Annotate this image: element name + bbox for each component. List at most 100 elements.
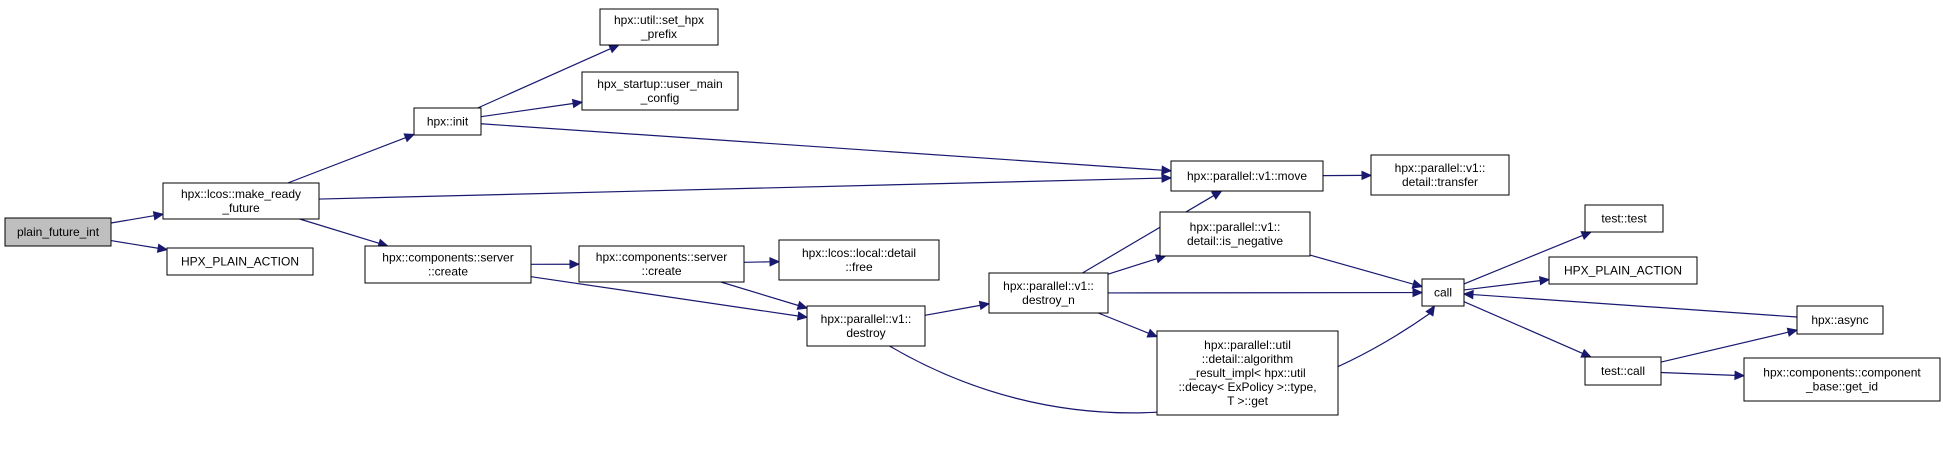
node-label: _prefix (640, 27, 677, 41)
edge-line (1660, 371, 1736, 376)
node-test-test[interactable]: test::test (1584, 204, 1664, 233)
node-label: test::call (1601, 364, 1645, 378)
node-get-id[interactable]: hpx::components::component_base::get_id (1743, 357, 1941, 402)
edge-line (477, 48, 611, 109)
arrowhead (1161, 165, 1173, 175)
edge-line (299, 218, 380, 244)
node-server-create-1[interactable]: hpx::components::server::create (364, 245, 532, 284)
arrowhead (1734, 370, 1746, 381)
node-box (1159, 211, 1311, 257)
node-label: destroy (846, 326, 885, 340)
node-label: detail::transfer (1402, 175, 1478, 189)
node-box (599, 8, 719, 46)
node-box (413, 107, 482, 136)
node-user-main-config[interactable]: hpx_startup::user_main_config (581, 71, 739, 111)
arrowhead (1161, 173, 1173, 183)
edge-line (1660, 331, 1789, 363)
edge-server_create_2-to-local_free (743, 257, 781, 267)
node-hpx-init[interactable]: hpx::init (413, 107, 482, 136)
arrowhead (796, 311, 809, 321)
node-label: _result_impl< hpx::util (1188, 366, 1305, 380)
arrowhead (403, 133, 416, 143)
edge-line (287, 137, 406, 184)
node-label: hpx::parallel::util (1204, 338, 1291, 352)
node-plain-action-1[interactable]: HPX_PLAIN_ACTION (166, 247, 314, 276)
edge-server_create_1-to-destroy (530, 276, 809, 321)
node-box (1584, 204, 1664, 233)
node-call[interactable]: call (1421, 278, 1465, 307)
edge-call-to-plain_action_2 (1463, 275, 1551, 291)
edge-destroy_n-to-move (1082, 190, 1223, 274)
edge-destroy-to-call (889, 304, 1436, 414)
node-box (988, 272, 1109, 314)
edge-line (743, 261, 771, 263)
edge-line (1107, 258, 1158, 275)
arrowhead (156, 243, 169, 253)
edge-test_call-to-hpx_async (1660, 327, 1799, 363)
node-local-free[interactable]: hpx::lcos::local::detail::free (778, 239, 940, 281)
node-label: test::test (1601, 212, 1647, 226)
node-box (1170, 160, 1324, 192)
edge-make_ready_future-to-server_create_1 (299, 218, 389, 248)
arrowhead (1538, 275, 1551, 286)
node-box (1370, 154, 1510, 196)
edge-layer (110, 44, 1799, 414)
node-plain-action-2[interactable]: HPX_PLAIN_ACTION (1548, 256, 1698, 285)
node-label: hpx::parallel::v1::move (1187, 169, 1307, 183)
arrowhead (796, 300, 809, 310)
edge-line (480, 102, 574, 118)
node-hpx-async[interactable]: hpx::async (1796, 305, 1884, 335)
node-label: ::create (641, 264, 681, 278)
arrowhead (1786, 327, 1799, 337)
node-label: hpx::parallel::v1:: (1190, 220, 1281, 234)
node-box (364, 245, 532, 284)
node-label: _config (640, 91, 680, 105)
edge-line (1098, 312, 1149, 334)
node-box (806, 305, 926, 347)
edge-server_create_1-to-server_create_2 (530, 259, 581, 269)
edge-destroy_n-to-algorithm_result (1098, 312, 1159, 338)
edge-make_ready_future-to-hpx_init (287, 133, 416, 184)
edge-line (889, 313, 1430, 414)
node-server-create-2[interactable]: hpx::components::server::create (578, 245, 745, 283)
arrowhead (978, 300, 991, 311)
node-box (578, 245, 745, 283)
node-destroy[interactable]: hpx::parallel::v1::destroy (806, 305, 926, 347)
node-box (1743, 357, 1941, 402)
edge-line (1463, 280, 1541, 291)
arrowhead (1425, 304, 1436, 317)
node-is-negative[interactable]: hpx::parallel::v1::detail::is_negative (1159, 211, 1311, 257)
node-plain-future-int[interactable]: plain_future_int (4, 217, 112, 247)
node-label: ::detail::algorithm (1202, 352, 1293, 366)
arrowhead (1580, 348, 1593, 358)
node-box (1796, 305, 1884, 335)
edge-call-to-test_test (1463, 231, 1593, 285)
arrowhead (1210, 190, 1223, 200)
node-label: hpx::parallel::v1:: (1395, 161, 1486, 175)
node-set-hpx-prefix[interactable]: hpx::util::set_hpx_prefix (599, 8, 719, 46)
edge-line (530, 276, 799, 317)
arrowhead (152, 211, 165, 221)
node-box (581, 71, 739, 111)
arrowhead (1580, 231, 1593, 241)
edge-move-to-transfer (1322, 170, 1373, 181)
node-transfer[interactable]: hpx::parallel::v1::detail::transfer (1370, 154, 1510, 196)
node-label: hpx::util::set_hpx (614, 13, 704, 27)
node-label: ::decay< ExPolicy >::type, (1178, 380, 1316, 394)
node-make-ready-future[interactable]: hpx::lcos::make_ready_future (162, 182, 320, 220)
node-label: hpx::parallel::v1:: (821, 312, 912, 326)
node-destroy-n[interactable]: hpx::parallel::v1::destroy_n (988, 272, 1109, 314)
node-label: hpx::components::server (596, 250, 727, 264)
node-move[interactable]: hpx::parallel::v1::move (1170, 160, 1324, 192)
node-box (166, 247, 314, 276)
node-label: _base::get_id (1805, 380, 1878, 394)
node-algorithm-result[interactable]: hpx::parallel::util::detail::algorithm_r… (1156, 330, 1339, 416)
node-label: hpx::lcos::local::detail (802, 246, 916, 260)
node-label: hpx::async (1811, 313, 1868, 327)
node-test-call[interactable]: test::call (1584, 356, 1662, 386)
edge-is_negative-to-call (1309, 254, 1424, 289)
node-label: ::free (845, 260, 873, 274)
arrowhead (769, 257, 781, 267)
edge-call-to-test_call (1463, 301, 1593, 358)
